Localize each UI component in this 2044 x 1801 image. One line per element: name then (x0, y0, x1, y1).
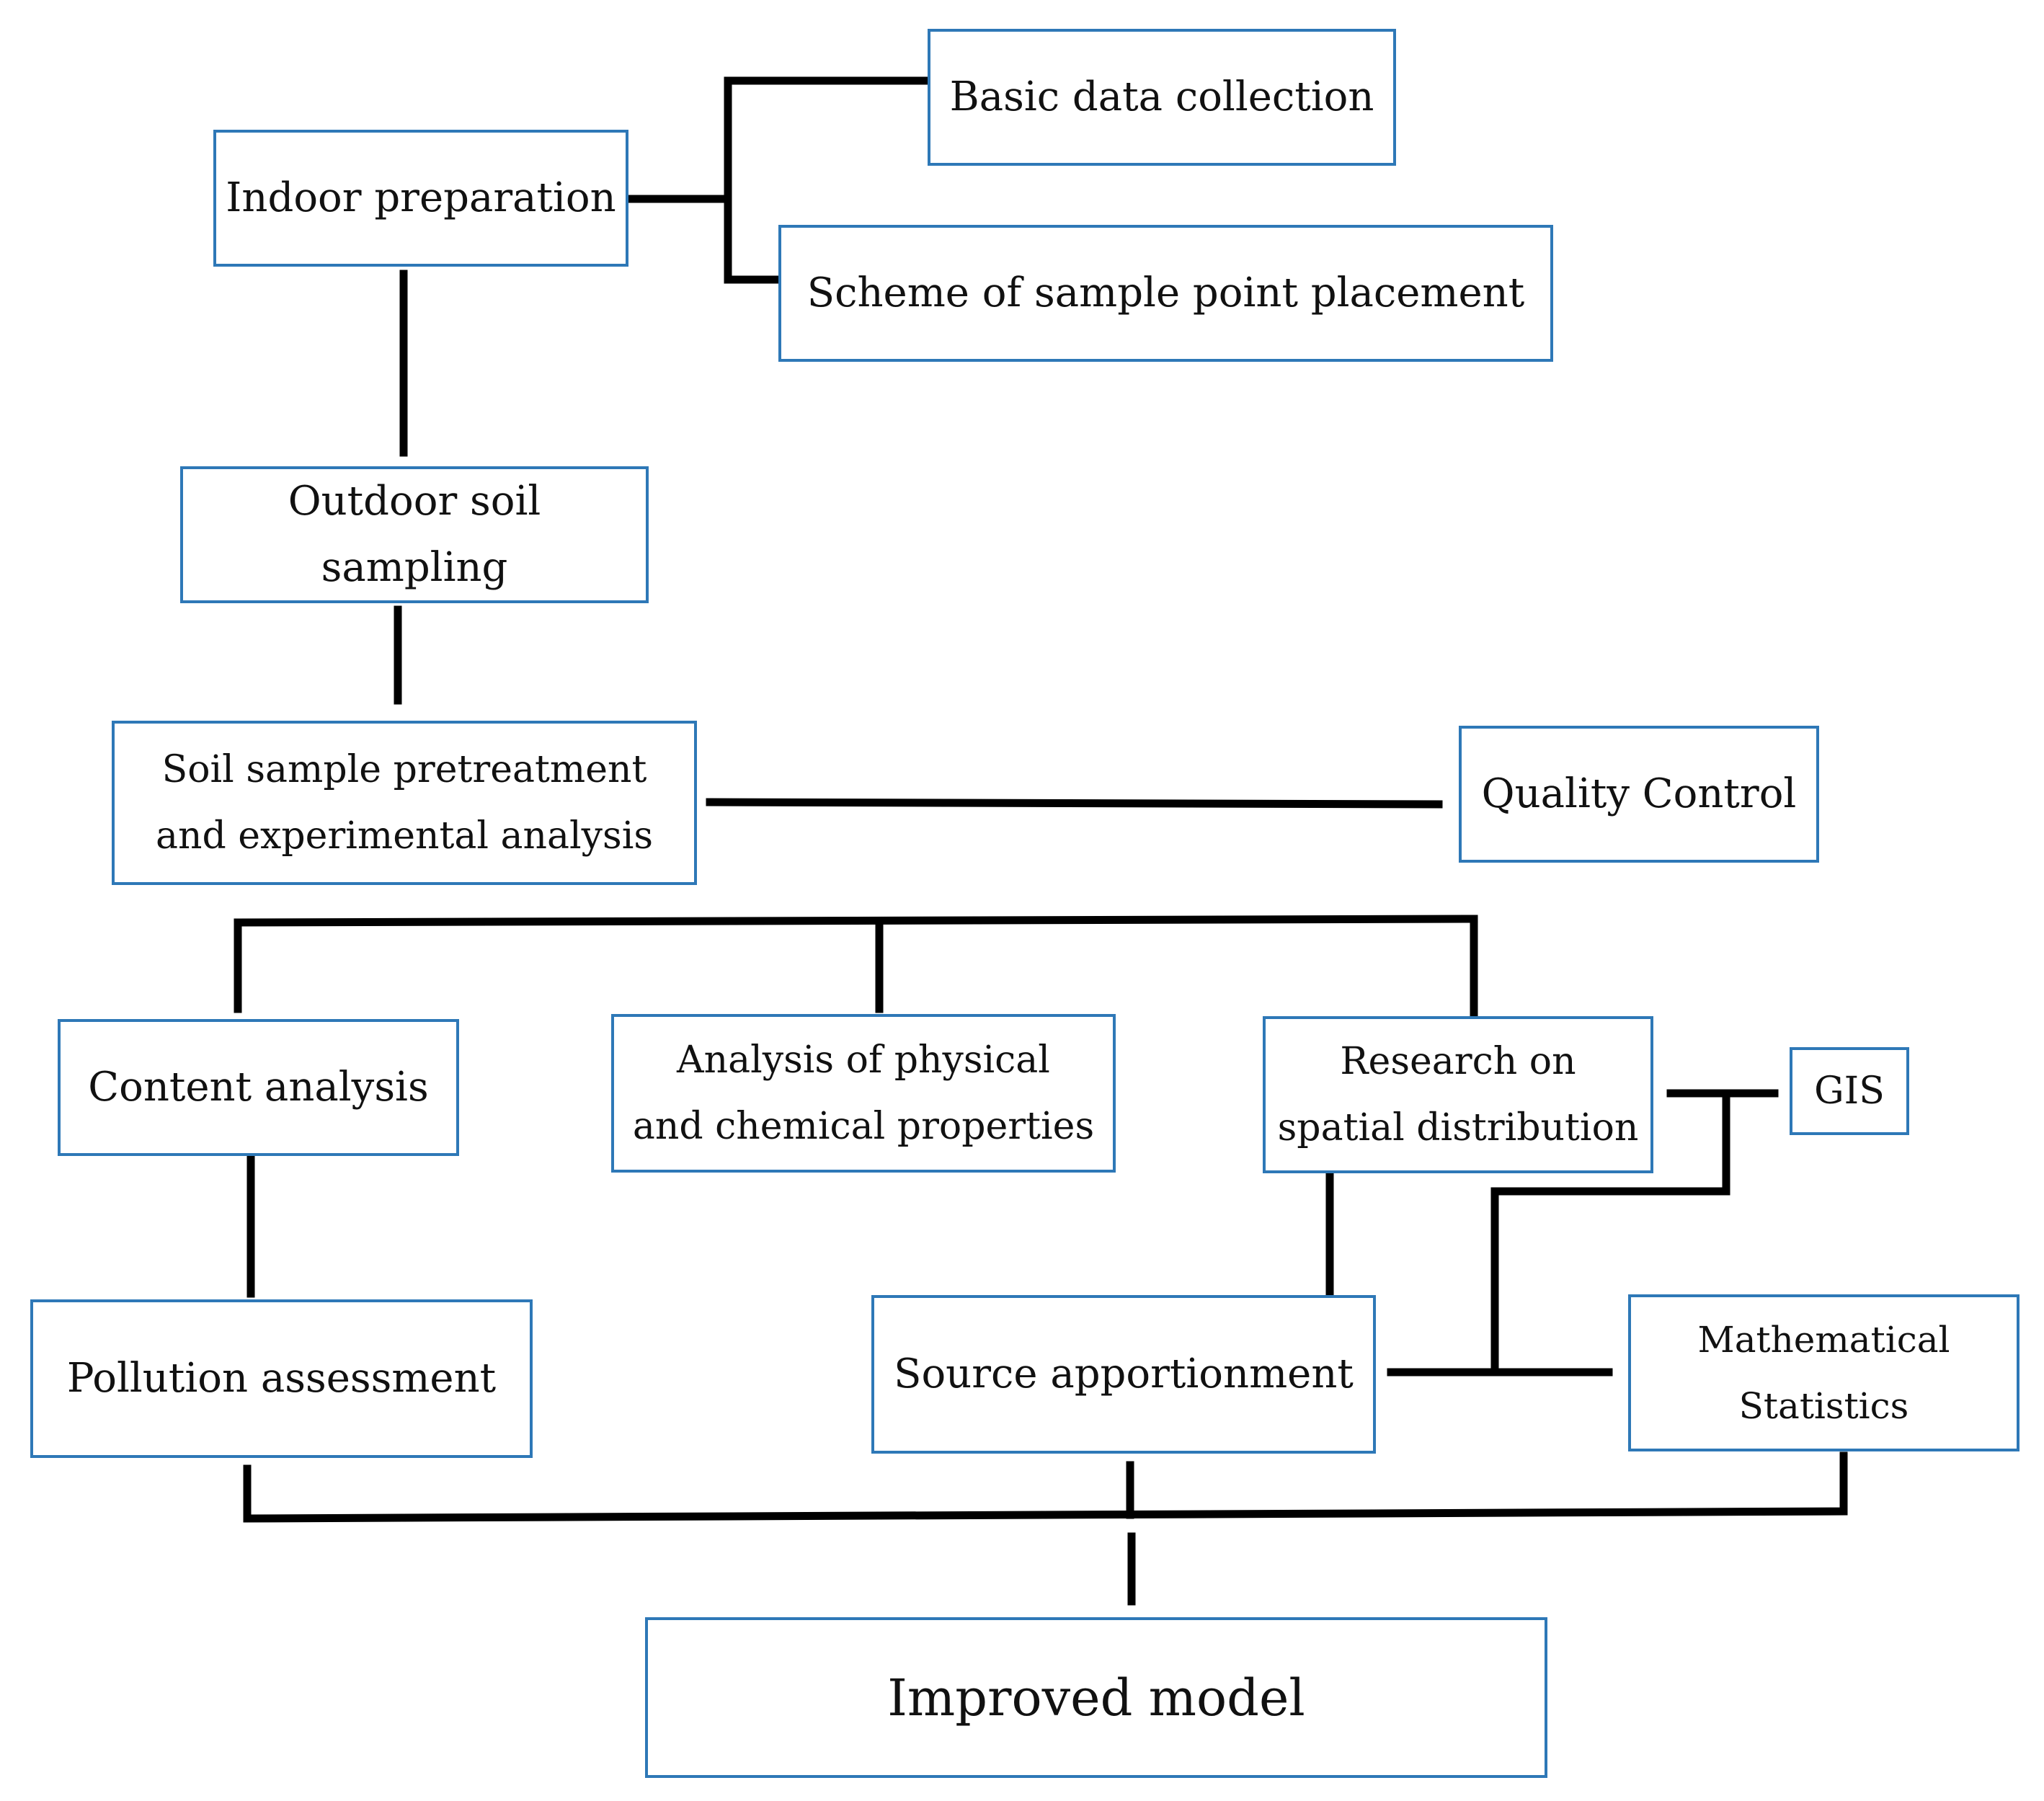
node-improved-model: Improved model (645, 1617, 1547, 1778)
node-gis: GIS (1790, 1047, 1909, 1135)
node-scheme-of-sample-point-placement: Scheme of sample point placement (778, 225, 1553, 362)
node-pollution-assessment: Pollution assessment (30, 1299, 533, 1458)
node-analysis-physical-chemical: Analysis of physical and chemical proper… (611, 1014, 1116, 1173)
node-content-analysis: Content analysis (58, 1019, 459, 1156)
node-soil-sample-pretreatment: Soil sample pretreatment and experimenta… (112, 721, 697, 885)
connector-split-horizontal (234, 915, 1478, 927)
connector-bottom-merge (243, 1451, 1848, 1523)
node-outdoor-soil-sampling: Outdoor soil sampling (180, 466, 649, 603)
node-indoor-preparation: Indoor preparation (213, 130, 628, 267)
node-mathematical-statistics: Mathematical Statistics (1628, 1294, 2019, 1451)
node-quality-control: Quality Control (1459, 726, 1819, 863)
node-research-spatial-distribution: Research on spatial distribution (1263, 1016, 1653, 1173)
node-source-apportionment: Source apportionment (871, 1295, 1376, 1454)
connector-gis-down (1490, 1089, 1730, 1370)
connector-pretreatment-to-quality (706, 798, 1443, 809)
node-basic-data-collection: Basic data collection (928, 29, 1396, 166)
